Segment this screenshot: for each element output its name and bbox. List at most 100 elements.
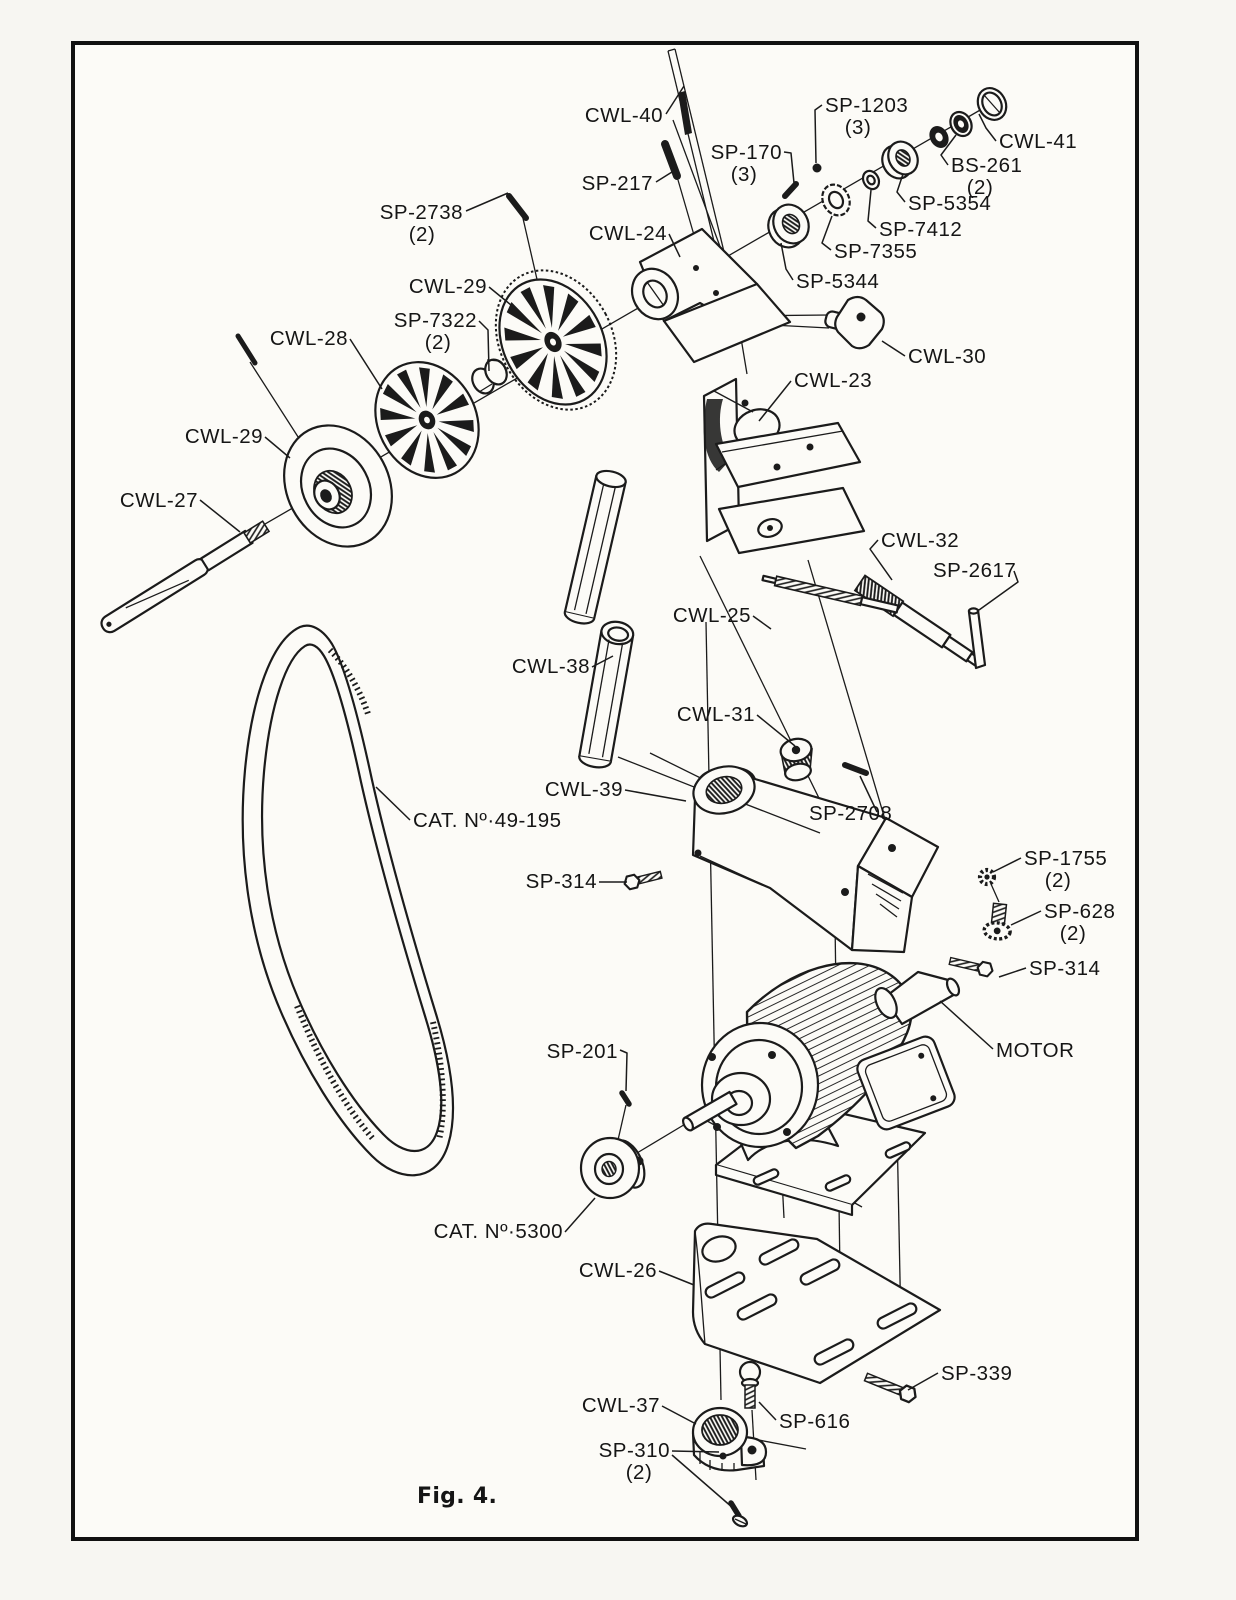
label-motor: MOTOR (996, 1039, 1074, 1062)
label-cwl-24: CWL-24 (589, 222, 667, 245)
label-cwl-37: CWL-37 (582, 1394, 660, 1417)
leader-sp-7412 (867, 189, 877, 229)
leader-sp-2708 (859, 775, 878, 813)
screw-sp-310 (728, 1500, 749, 1528)
label-sp-339: SP-339 (941, 1362, 1012, 1385)
label-cwl-31: CWL-31 (677, 703, 755, 726)
leader-cwl-39 (624, 789, 687, 802)
label-cwl-25: CWL-25 (673, 604, 751, 627)
rod-cwl-25 (761, 574, 900, 614)
bolt-sp-339 (863, 1372, 920, 1405)
label-cwl-32: CWL-32 (881, 529, 959, 552)
label-sp-1203: SP-1203 (825, 94, 908, 117)
leader-bs-261 (940, 134, 957, 166)
label-sp-314-left: SP-314 (526, 870, 597, 893)
label-sp-2708: SP-2708 (809, 802, 892, 825)
setscrew-sp-2708 (842, 762, 869, 776)
label-sp-201: SP-201 (547, 1040, 618, 1063)
leader-cwl-30 (881, 340, 906, 357)
nut-bs-261-a (929, 126, 949, 148)
bracket-cwl-24 (630, 227, 792, 364)
leader-cwl-29-upper (488, 286, 512, 306)
pin-sp-217 (661, 140, 681, 180)
nut-bs-261-b (949, 110, 973, 138)
pin-sp-2738-lower (235, 333, 258, 366)
spacer-sp-7322 (471, 358, 508, 395)
pin-sp-201 (619, 1090, 632, 1107)
leader-sp-339 (907, 1372, 939, 1391)
pin-sp-2617 (967, 607, 987, 670)
leader-motor (939, 1000, 994, 1050)
bracket-cwl-39 (691, 765, 940, 954)
label-cwl-40: CWL-40 (585, 104, 663, 127)
label-sp-310: (2) (626, 1461, 653, 1484)
plate-cwl-26 (691, 1222, 942, 1385)
label-fig-4: Fig. 4. (417, 1484, 497, 1509)
pin-sp-2738-upper (506, 193, 529, 221)
bolt-sp-628 (982, 902, 1012, 941)
motor (681, 961, 961, 1217)
leader-cwl-38 (591, 655, 614, 668)
label-cwl-39: CWL-39 (545, 778, 623, 801)
label-sp-5354: SP-5354 (908, 192, 991, 215)
label-sp-7412: SP-7412 (879, 218, 962, 241)
label-sp-2738: SP-2738 (380, 201, 463, 224)
belt-ribs (327, 647, 371, 715)
bolt-sp-314-left (621, 870, 663, 892)
leader-cwl-40 (665, 85, 685, 115)
label-cat-5300: CAT. Nº·5300 (434, 1220, 563, 1243)
label-sp-217: SP-217 (582, 172, 653, 195)
leader-sp-2617 (978, 570, 1019, 611)
label-cat-49-195: CAT. Nº·49-195 (413, 809, 562, 832)
label-sp-170: (3) (731, 163, 758, 186)
arm-cwl-30 (824, 295, 885, 350)
label-bs-261: BS-261 (951, 154, 1022, 177)
ball-sp-1203 (812, 163, 822, 173)
leader-cwl-23 (758, 380, 792, 422)
leader-sp-628 (1010, 910, 1042, 926)
bolt-sp-314-right (948, 956, 996, 979)
label-sp-7322: (2) (425, 331, 452, 354)
leader-cwl-25 (752, 615, 772, 630)
tube-cwl-38-lower (578, 620, 635, 769)
pulley-cwl-29-lower (283, 424, 393, 548)
collar-cwl-37 (691, 1406, 768, 1472)
leader-sp-7322 (478, 320, 490, 372)
leader-sp-7355 (821, 215, 833, 251)
label-sp-628: (2) (1060, 922, 1087, 945)
leader-sp-201 (619, 1049, 628, 1092)
label-cwl-27: CWL-27 (120, 489, 198, 512)
leader-cwl-37 (661, 1405, 697, 1425)
label-sp-1203: (3) (845, 116, 872, 139)
fan-wheel-cwl-29-upper (477, 259, 629, 425)
shaft-cwl-27 (100, 520, 271, 634)
label-sp-170: SP-170 (711, 141, 782, 164)
label-sp-616: SP-616 (779, 1410, 850, 1433)
lockwasher-sp-7355 (821, 183, 851, 217)
label-sp-5344: SP-5344 (796, 270, 879, 293)
label-sp-1755: (2) (1045, 869, 1072, 892)
tube-cwl-38-upper (563, 469, 627, 625)
label-sp-314-right: SP-314 (1029, 957, 1100, 980)
label-cwl-29-lower: CWL-29 (185, 425, 263, 448)
leader-cwl-27 (199, 499, 241, 533)
label-sp-628: SP-628 (1044, 900, 1115, 923)
leader-sp-310 (671, 1450, 720, 1453)
part-labels: CWL-40SP-217SP-2738(2)SP-170(3)SP-1203(3… (120, 94, 1115, 1509)
label-sp-7355: SP-7355 (834, 240, 917, 263)
leader-sp-1755 (992, 857, 1022, 873)
label-sp-310: SP-310 (599, 1439, 670, 1462)
label-bs-261: (2) (967, 176, 994, 199)
label-sp-2738: (2) (409, 223, 436, 246)
leader-cwl-29-lower (264, 436, 291, 459)
label-cwl-38: CWL-38 (512, 655, 590, 678)
ring-cwl-41 (976, 87, 1008, 121)
label-sp-2617: SP-2617 (933, 559, 1016, 582)
leader-cwl-41 (978, 113, 997, 142)
label-cwl-23: CWL-23 (794, 369, 872, 392)
leader-sp-217 (655, 171, 673, 183)
leader-cwl-26 (658, 1270, 695, 1286)
leader-lines (199, 85, 1042, 1509)
